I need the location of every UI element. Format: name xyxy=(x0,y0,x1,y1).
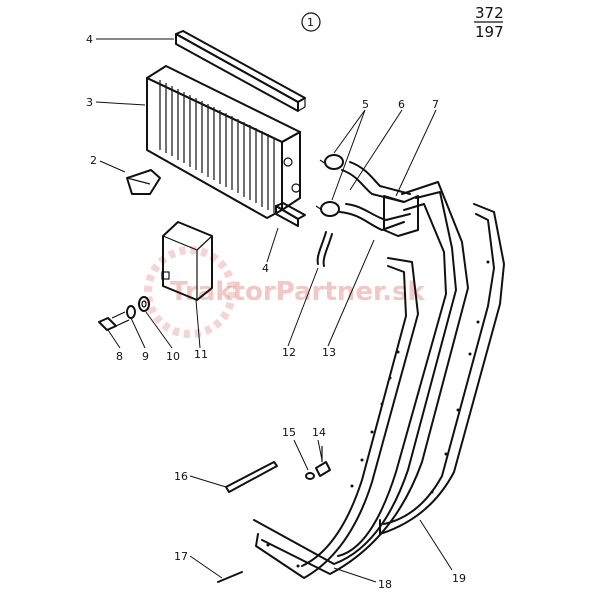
callout-10: 10 xyxy=(166,350,180,363)
callout-2: 2 xyxy=(90,154,97,167)
part-16-bar xyxy=(225,461,278,493)
part-4-top-strip xyxy=(175,30,306,112)
callout-labels: 4 3 2 4 5 6 7 8 9 10 11 12 13 14 15 16 1… xyxy=(86,33,466,591)
callout-16: 16 xyxy=(174,470,188,483)
callout-4-top: 4 xyxy=(86,33,93,46)
part-11-cover xyxy=(161,221,213,301)
callout-15: 15 xyxy=(282,426,296,439)
figure-number-badge: 1 xyxy=(301,12,321,32)
part-10-washer xyxy=(138,296,150,312)
part-15-nut xyxy=(305,472,315,480)
callout-8: 8 xyxy=(116,350,123,363)
callout-19: 19 xyxy=(452,572,466,585)
callout-4-bottom: 4 xyxy=(262,262,269,275)
callout-9: 9 xyxy=(142,350,149,363)
leader-lines xyxy=(95,38,453,583)
callout-17: 17 xyxy=(174,550,188,563)
callout-6: 6 xyxy=(398,98,405,111)
callout-5: 5 xyxy=(362,98,369,111)
figure-number: 1 xyxy=(307,16,314,29)
part-17-pin xyxy=(217,571,243,583)
part-14-screw xyxy=(315,446,331,477)
part-18-channel xyxy=(255,257,419,579)
page-number-top: 372 xyxy=(475,4,504,22)
part-6-hoses xyxy=(339,161,419,237)
part-8-bolt xyxy=(98,311,130,331)
callout-7: 7 xyxy=(432,98,439,111)
part-9-washer xyxy=(126,305,136,319)
part-19-channel xyxy=(379,203,505,535)
part-12-hose xyxy=(316,231,333,267)
part-7-pipe-frame xyxy=(253,181,469,575)
part-4-bottom-strip xyxy=(275,202,306,227)
watermark: TraktorPartner.sk xyxy=(144,246,425,338)
callout-14: 14 xyxy=(312,426,326,439)
callout-12: 12 xyxy=(282,346,296,359)
part-2-grommet xyxy=(126,169,161,195)
callout-13: 13 xyxy=(322,346,336,359)
callout-11: 11 xyxy=(194,348,208,361)
part-5-hose-clamps xyxy=(315,154,344,217)
callout-3: 3 xyxy=(86,96,93,109)
callout-18: 18 xyxy=(378,578,392,591)
part-3-heater-core xyxy=(146,65,301,219)
page-number-bottom: 197 xyxy=(475,23,504,41)
